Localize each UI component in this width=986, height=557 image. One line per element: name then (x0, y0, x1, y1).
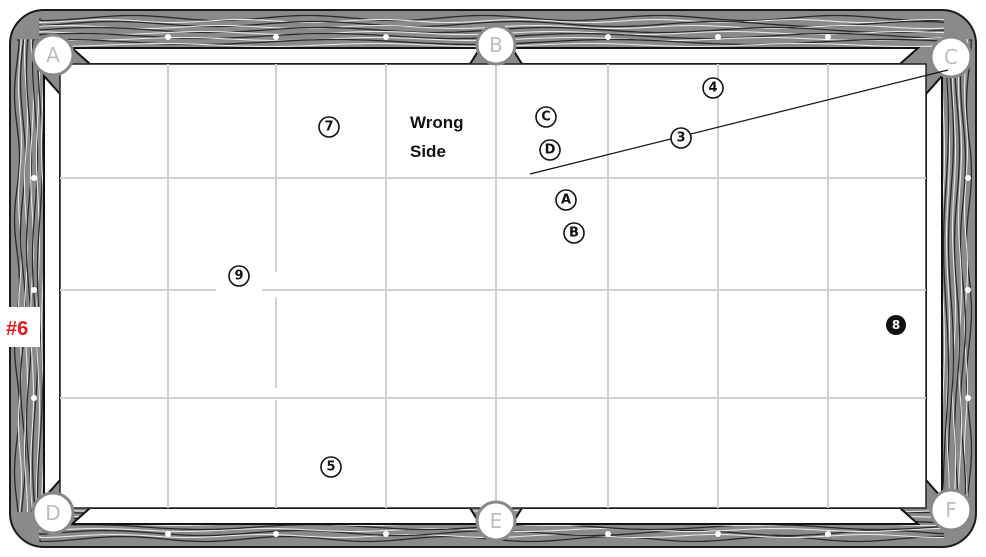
cushion-bottom-right (512, 508, 918, 524)
cushion-left (44, 76, 60, 498)
rail-diamond (605, 531, 611, 537)
position-b-label: B (569, 226, 579, 241)
cushion-bottom-left (72, 508, 480, 524)
cushion-top-left (72, 48, 480, 64)
ball-7: 7 (319, 117, 339, 137)
rail-diamond (965, 395, 971, 401)
shot-label-box: #6 (0, 307, 40, 347)
cushion-right (926, 76, 942, 498)
rail-diamond (165, 34, 171, 40)
rail-diamond (31, 395, 37, 401)
ball-3-label: 3 (676, 131, 685, 146)
rail-diamond (825, 531, 831, 537)
ball-9: 9 (229, 266, 249, 286)
rail-diamond (383, 34, 389, 40)
ball-5: 5 (321, 457, 341, 477)
shot-label: #6 (6, 318, 28, 340)
ball-4: 4 (703, 78, 723, 98)
position-d: D (540, 140, 560, 160)
pocket-e: E (477, 502, 515, 540)
ball-8-label: 8 (892, 318, 900, 332)
note-line-2: Side (410, 142, 446, 161)
rail-diamond (825, 34, 831, 40)
rail-diamond (383, 531, 389, 537)
rail-diamond (273, 34, 279, 40)
rail-diamond (965, 175, 971, 181)
ball-3: 3 (671, 128, 691, 148)
ball-5-label: 5 (326, 460, 335, 475)
position-a-label: A (561, 193, 571, 208)
pocket-d-label: D (45, 501, 60, 525)
rail-diamond (165, 531, 171, 537)
note-line-1: Wrong (410, 113, 464, 132)
position-d-label: D (545, 143, 556, 158)
rail-diamond (715, 531, 721, 537)
pocket-a: A (33, 35, 73, 75)
position-c-label: C (541, 110, 551, 125)
pocket-a-label: A (46, 43, 60, 67)
rail-diamond (31, 287, 37, 293)
rail-diamond (605, 34, 611, 40)
rail-diamond (273, 531, 279, 537)
ball-7-label: 7 (324, 120, 333, 135)
cushion-top-right (512, 48, 918, 64)
pocket-d: D (33, 493, 73, 533)
pocket-b-label: B (489, 33, 503, 57)
pocket-f-label: F (945, 498, 957, 522)
rail-diamond (715, 34, 721, 40)
pocket-c: C (931, 37, 971, 77)
pocket-f: F (931, 490, 971, 530)
table-felt (60, 64, 926, 508)
ball-8: 8 (886, 315, 906, 335)
rail-diamond (31, 175, 37, 181)
position-c: C (536, 107, 556, 127)
position-b: B (564, 223, 584, 243)
pocket-c-label: C (944, 45, 958, 69)
pocket-e-label: E (490, 509, 503, 533)
pocket-b: B (477, 26, 515, 64)
rail-diamond (965, 287, 971, 293)
ball-9-label: 9 (234, 269, 243, 284)
position-a: A (556, 190, 576, 210)
ball-4-label: 4 (708, 81, 717, 96)
